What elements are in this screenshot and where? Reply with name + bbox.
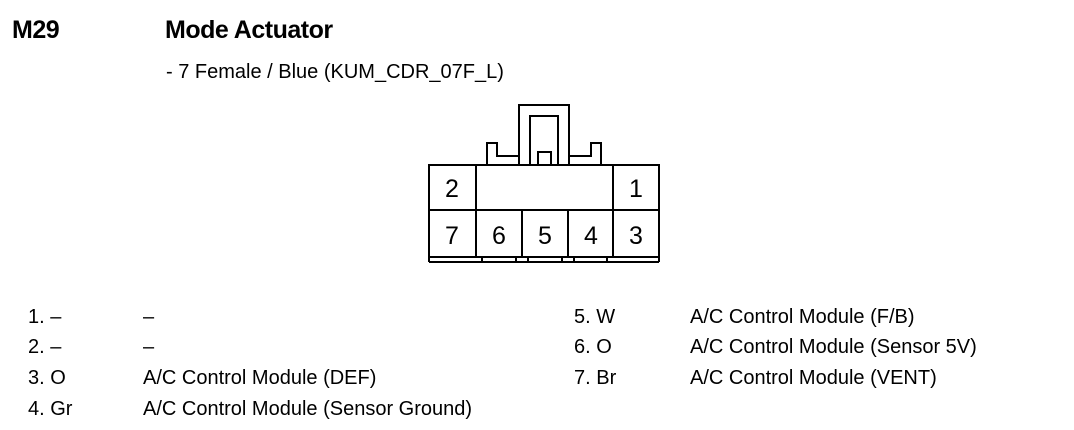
connector-title: Mode Actuator: [165, 16, 333, 44]
connector-description: - 7 Female / Blue (KUM_CDR_07F_L): [166, 61, 504, 83]
pin-function: A/C Control Module (VENT): [690, 367, 937, 389]
pin-function: –: [143, 306, 155, 328]
pin-id: 6. O: [574, 336, 612, 358]
pin-label: 3: [629, 222, 643, 250]
pin-id: 4. Gr: [28, 398, 73, 420]
pin-id: 2. –: [28, 336, 62, 358]
pin-id: 5. W: [574, 306, 616, 328]
connector-code: M29: [12, 16, 60, 44]
pin-function: A/C Control Module (DEF): [143, 367, 377, 389]
pin-label: 1: [629, 175, 643, 203]
pin-label: 5: [538, 222, 552, 250]
right-post: [569, 142, 602, 165]
pin-function: –: [143, 336, 155, 358]
pin-label: 7: [445, 222, 459, 250]
pin-function: A/C Control Module (Sensor Ground): [143, 398, 473, 420]
pin-label: 2: [445, 175, 459, 203]
latch-inner: [529, 115, 559, 166]
pin-function: A/C Control Module (Sensor 5V): [690, 336, 977, 358]
pin-id: 1. –: [28, 306, 62, 328]
pin-label: 6: [492, 222, 506, 250]
left-post: [486, 142, 519, 165]
pin-id: 3. O: [28, 367, 66, 389]
pin-function: A/C Control Module (F/B): [690, 306, 915, 328]
latch-outer: [518, 104, 570, 166]
pin-label: 4: [584, 222, 598, 250]
pin-id: 7. Br: [574, 367, 617, 389]
latch-tab: [537, 151, 552, 166]
